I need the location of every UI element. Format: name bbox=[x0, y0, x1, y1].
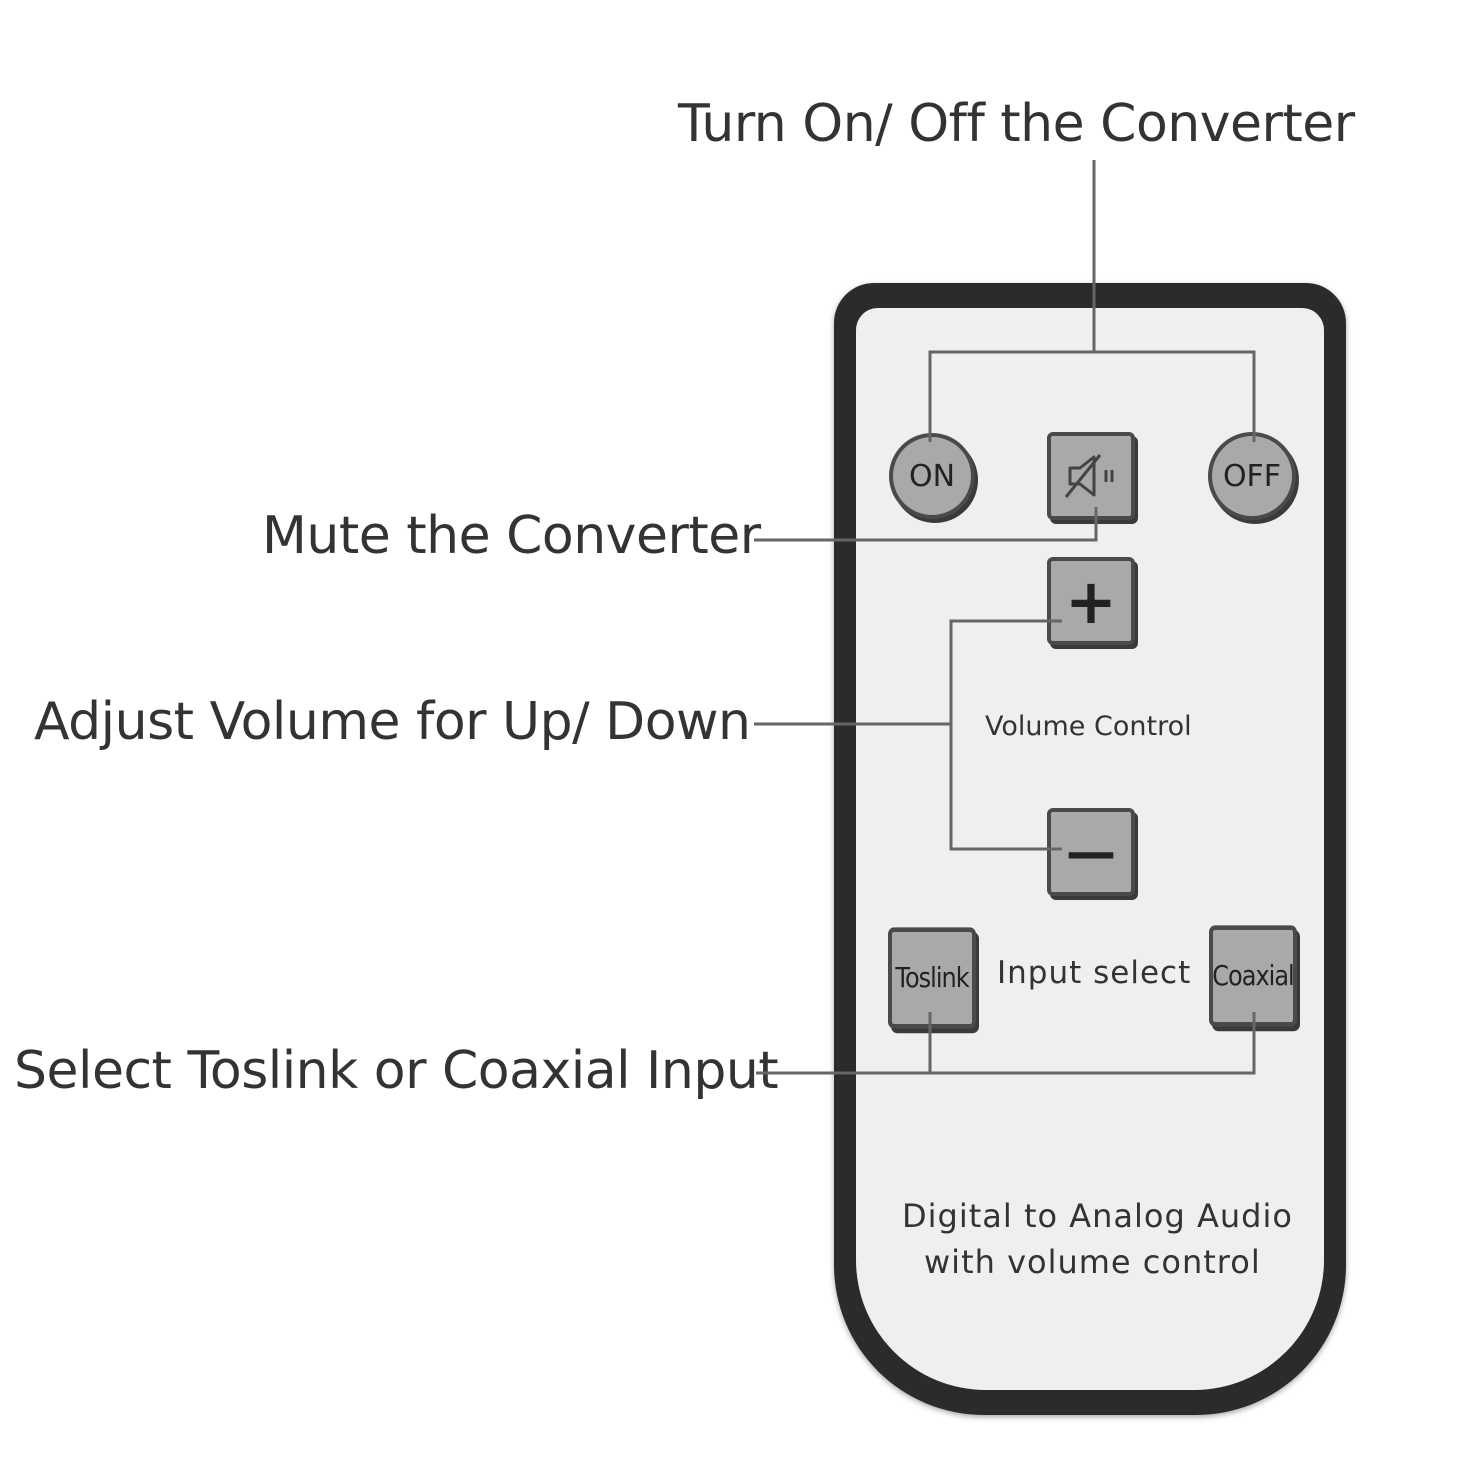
speaker-muted-icon bbox=[1064, 454, 1114, 498]
toslink-button-label: Toslink bbox=[895, 961, 969, 995]
callout-mute: Mute the Converter bbox=[262, 506, 761, 566]
coaxial-button-label: Coaxial bbox=[1212, 959, 1294, 993]
volume-down-button[interactable]: — bbox=[1047, 808, 1135, 896]
toslink-button[interactable]: Toslink bbox=[888, 927, 976, 1029]
callout-input: Select Toslink or Coaxial Input bbox=[14, 1041, 779, 1101]
input-select-label: Input select bbox=[997, 955, 1192, 991]
coaxial-button[interactable]: Coaxial bbox=[1209, 925, 1297, 1027]
mute-button[interactable] bbox=[1047, 432, 1135, 520]
on-button[interactable]: ON bbox=[889, 433, 975, 519]
volume-up-button[interactable]: + bbox=[1047, 557, 1135, 645]
footer-line-2: with volume control bbox=[924, 1243, 1261, 1281]
plus-icon: + bbox=[1065, 564, 1117, 638]
callout-power: Turn On/ Off the Converter bbox=[678, 94, 1355, 154]
footer-line-1: Digital to Analog Audio bbox=[902, 1197, 1293, 1235]
off-button[interactable]: OFF bbox=[1208, 432, 1296, 520]
callout-volume: Adjust Volume for Up/ Down bbox=[34, 692, 751, 752]
on-button-label: ON bbox=[908, 458, 956, 494]
minus-icon: — bbox=[1066, 823, 1116, 881]
volume-control-label: Volume Control bbox=[985, 711, 1192, 742]
off-button-label: OFF bbox=[1222, 458, 1282, 494]
